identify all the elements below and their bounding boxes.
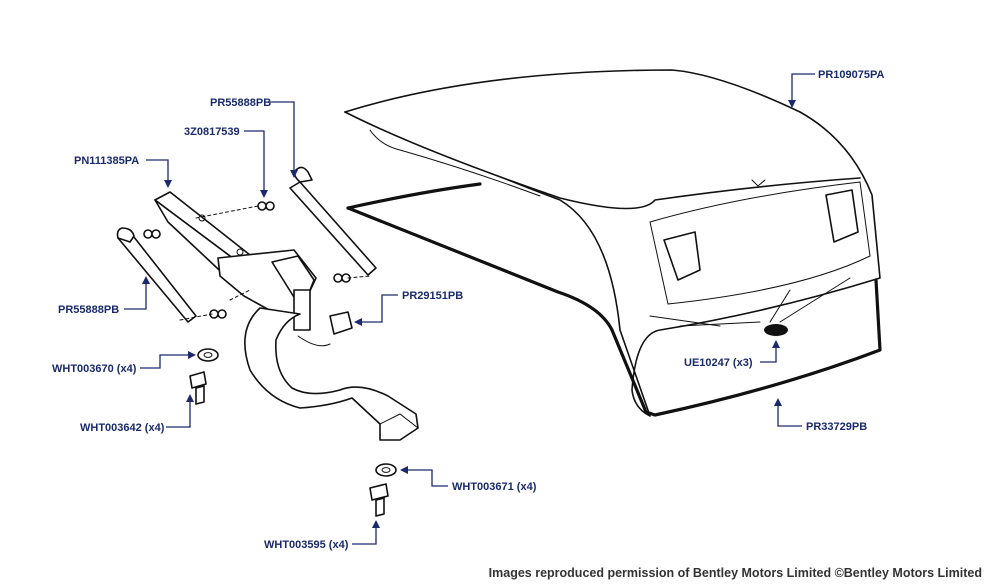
svg-text:PN111385PA: PN111385PA: [74, 155, 139, 167]
svg-text:WHT003595 (x4): WHT003595 (x4): [264, 539, 349, 551]
bolt-hinge: [189, 371, 207, 405]
svg-text:3Z0817539: 3Z0817539: [184, 126, 240, 138]
washer-mount: [375, 463, 397, 477]
svg-text:PR55888PB: PR55888PB: [58, 304, 119, 316]
grommet: [764, 324, 788, 336]
bolt-mount: [369, 483, 389, 517]
boot-lid: [344, 69, 881, 417]
svg-text:UE10247 (x3): UE10247 (x3): [684, 357, 753, 369]
svg-text:WHT003642 (x4): WHT003642 (x4): [80, 422, 165, 434]
svg-text:PR33729PB: PR33729PB: [806, 421, 867, 433]
bump-stop: [329, 311, 353, 335]
label-bump-stop: PR29151PB: [354, 290, 463, 326]
label-bolt-hinge: WHT003642 (x4): [80, 394, 194, 434]
label-washer-hinge: WHT003670 (x4): [52, 351, 196, 375]
svg-text:WHT003670 (x4): WHT003670 (x4): [52, 363, 137, 375]
washer-hinge: [197, 348, 219, 362]
svg-text:PR29151PB: PR29151PB: [402, 290, 463, 302]
svg-text:PR109075PA: PR109075PA: [818, 69, 885, 81]
label-bolt-mount: WHT003595 (x4): [264, 520, 380, 551]
label-gas-strut-lower: PR55888PB: [58, 276, 150, 316]
label-grommet: UE10247 (x3): [684, 340, 780, 369]
label-gas-strut-upper: PR55888PB: [210, 97, 298, 178]
label-seal: PR33729PB: [774, 398, 867, 433]
svg-text:WHT003671 (x4): WHT003671 (x4): [452, 481, 537, 493]
seal: [346, 182, 882, 417]
label-washer-mount: WHT003671 (x4): [400, 466, 537, 493]
label-hinge-bracket: PN111385PA: [74, 155, 172, 188]
copyright-credit: Images reproduced permission of Bentley …: [488, 566, 982, 580]
svg-text:PR55888PB: PR55888PB: [210, 97, 271, 109]
label-ball-stud: 3Z0817539: [184, 126, 268, 198]
label-boot-lid: PR109075PA: [788, 69, 885, 108]
hinge-assembly: [116, 166, 419, 441]
